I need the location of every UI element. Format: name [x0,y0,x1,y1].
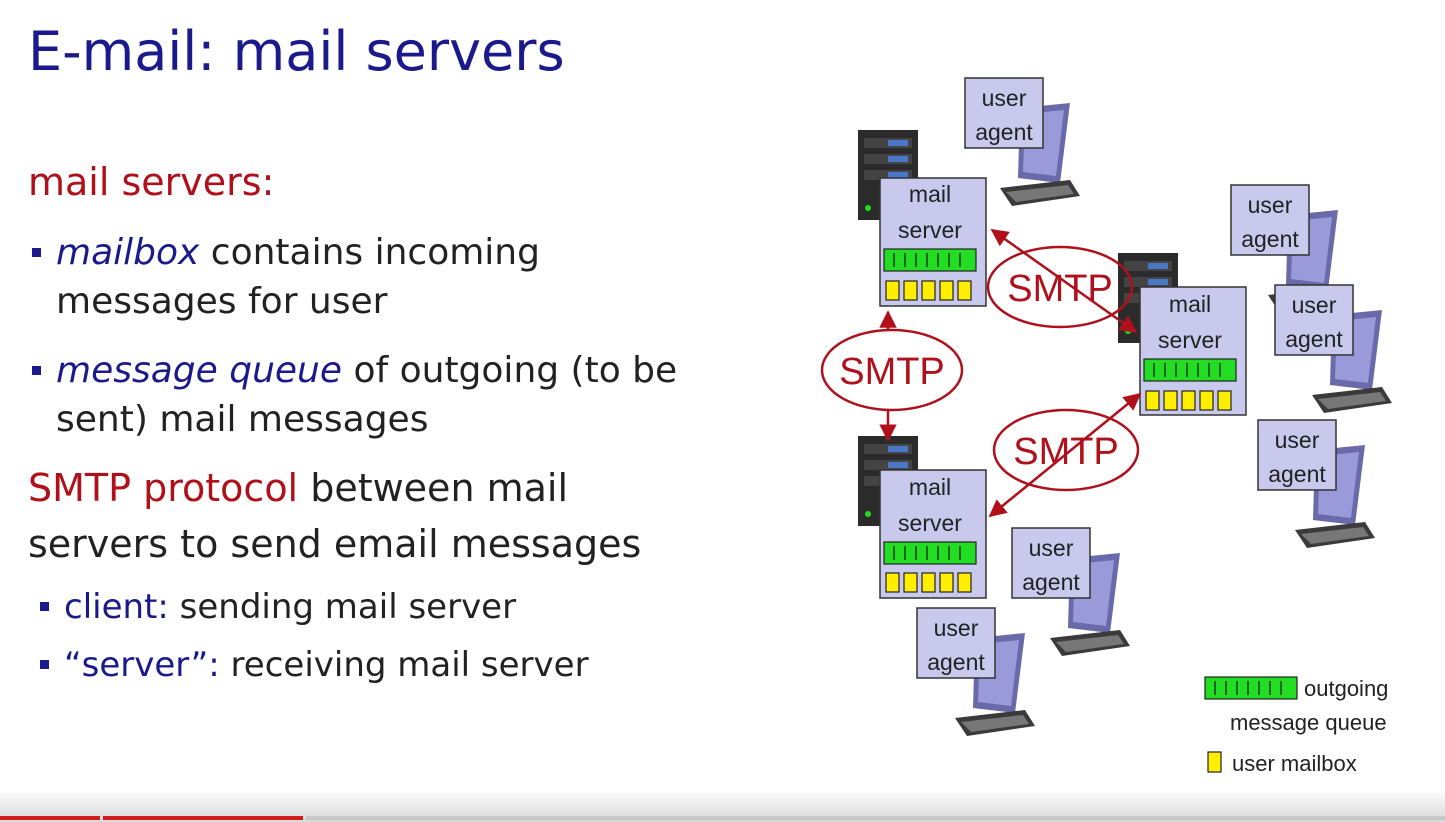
bullet-marker [40,602,49,611]
legend-queue-swatch [1204,676,1298,700]
user-agent-5: user agent [1011,527,1130,656]
bullet-queue-line1: message queue of outgoing (to be [56,350,678,391]
server-label-bottom: server [898,510,962,536]
term-server: “server”: [64,645,220,685]
smtp-text: SMTP [1013,431,1119,473]
user-mailboxes [885,572,972,593]
agent-label-top: user [982,85,1027,111]
user-mailboxes [1145,390,1232,411]
agent-label-top: user [934,615,979,641]
agent-label-bottom: agent [1022,569,1080,595]
outgoing-queue [883,541,977,565]
legend-queue-label-1: outgoing [1304,676,1388,701]
user-agent-4: user agent [1257,419,1375,548]
user-agent-3: user agent [1274,284,1392,413]
smtp-label-bottom: SMTP [992,408,1140,492]
agent-label-top: user [1292,292,1337,318]
slide-text: E-mail: mail servers mail servers: mailb… [0,0,720,822]
bullet-marker [40,660,49,669]
server-label-top: mail [909,474,951,500]
bullet-mailbox-line1: mailbox contains incoming [56,232,540,273]
server-label-bottom: server [1158,327,1222,353]
server-label-top: mail [1169,291,1211,317]
agent-label-top: user [1029,535,1074,561]
smtp-text: SMTP [1007,268,1113,310]
term-message-queue: message queue [56,350,343,391]
legend-queue-label-2: message queue [1230,710,1387,735]
legend-mailbox-label: user mailbox [1232,751,1357,776]
section-heading-mail-servers: mail servers: [28,160,275,204]
mail-server-1: mail server [858,130,987,307]
agent-label-bottom: agent [927,649,985,675]
progress-track[interactable] [306,816,1445,820]
outgoing-queue [1143,358,1237,382]
smtp-label-left: SMTP [820,328,964,412]
legend-mailbox-swatch [1207,751,1222,773]
arrow-server3-server2 [988,392,1142,518]
agent-label-bottom: agent [1268,461,1326,487]
bullet-queue-line2: sent) mail messages [56,399,429,440]
agent-label-bottom: agent [1285,326,1343,352]
slide-title: E-mail: mail servers [28,20,565,83]
agent-label-top: user [1248,192,1293,218]
agent-label-bottom: agent [975,119,1033,145]
term-client: client: [64,587,169,627]
user-agent-6: user agent [916,607,1035,736]
agent-label-bottom: agent [1241,226,1299,252]
user-mailboxes [885,280,972,301]
sub-bullet-client: client: sending mail server [64,587,517,627]
bullet-marker [32,248,41,257]
server-label-top: mail [909,181,951,207]
progress-segment-played[interactable] [103,816,303,820]
sub-bullet-server: “server”: receiving mail server [64,645,589,685]
smtp-text: SMTP [839,351,945,393]
bullet-mailbox-line2: messages for user [56,281,388,322]
server-label-bottom: server [898,217,962,243]
section-heading-smtp-line1: SMTP protocol between mail [28,466,569,510]
term-smtp-protocol: SMTP protocol [28,466,299,510]
smtp-label-top: SMTP [986,245,1134,329]
bullet-marker [32,366,41,375]
section-heading-smtp-line2: servers to send email messages [28,522,642,566]
term-mailbox: mailbox [56,232,200,273]
user-agent-1: user agent [964,77,1080,206]
progress-segment-played[interactable] [0,816,100,820]
mail-server-2: mail server [1118,253,1247,416]
mail-server-3: mail server [858,436,987,599]
outgoing-queue [883,248,977,272]
user-agent-2: user agent [1230,184,1348,313]
agent-label-top: user [1275,427,1320,453]
legend: outgoing message queue user mailbox [1204,676,1388,776]
